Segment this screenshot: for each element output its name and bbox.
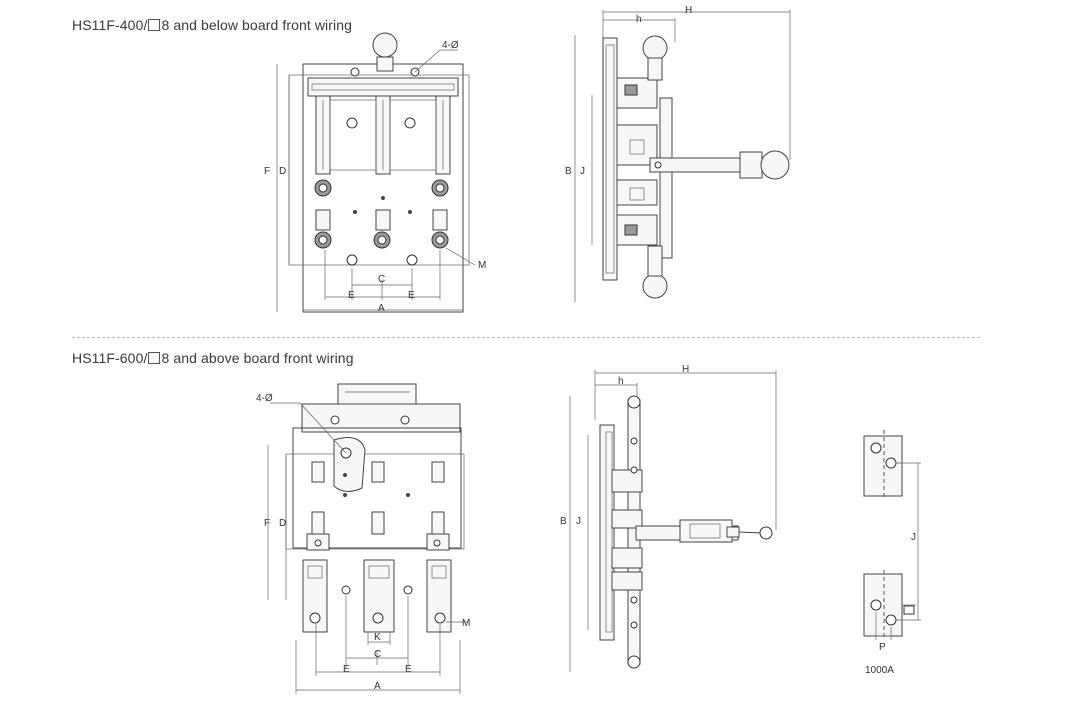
dim-D-bottom: D: [279, 518, 286, 529]
dim-A-top: A: [378, 303, 385, 314]
side-view-600: [569, 370, 777, 672]
dim-E-bottom-right: E: [405, 664, 412, 675]
title-suffix: 8 and below board front wiring: [161, 17, 353, 33]
holes-label-top: 4-Ø: [442, 40, 459, 51]
dim-E-bottom-left: E: [343, 664, 350, 675]
square-symbol: [148, 19, 161, 31]
dim-M-top: M: [478, 260, 486, 271]
dim-F-bottom: F: [264, 518, 270, 529]
dim-h-top: h: [636, 14, 642, 25]
dim-C-bottom: C: [374, 649, 381, 660]
title-prefix: HS11F-600/: [72, 350, 148, 366]
cam-plate: [333, 437, 366, 492]
front-view-400: [276, 32, 476, 313]
dim-h-bottom: h: [618, 376, 624, 387]
dim-J-bottom: J: [576, 516, 581, 527]
square-symbol: [148, 352, 161, 364]
dim-H-bottom: H: [682, 364, 689, 375]
side-view-400: [574, 10, 791, 302]
detail-caption: 1000A: [865, 665, 894, 676]
dim-K-bottom: K: [374, 632, 381, 643]
dim-B-bottom: B: [560, 516, 567, 527]
dim-D-top: D: [279, 166, 286, 177]
front-view-600: [267, 383, 468, 694]
dim-J-detail: J: [911, 532, 916, 543]
dim-C-top: C: [378, 274, 385, 285]
section-title-600: HS11F-600/8 and above board front wiring: [72, 350, 354, 366]
detail-1000a: [863, 430, 921, 640]
dim-H-top: H: [685, 5, 692, 16]
dim-F-top: F: [264, 166, 270, 177]
dim-J-top: J: [580, 166, 585, 177]
dim-A-bottom: A: [374, 681, 381, 692]
holes-label-bottom: 4-Ø: [256, 393, 273, 404]
dim-B-top: B: [565, 166, 572, 177]
section-divider: [72, 337, 980, 338]
dim-E-top-left: E: [348, 290, 355, 301]
dim-P-detail: P: [879, 642, 886, 653]
handle-knob: [372, 32, 398, 58]
dim-E-top-right: E: [408, 290, 415, 301]
section-title-400: HS11F-400/8 and below board front wiring: [72, 17, 352, 33]
title-suffix: 8 and above board front wiring: [161, 350, 354, 366]
dim-M-bottom: M: [462, 618, 470, 629]
title-prefix: HS11F-400/: [72, 17, 148, 33]
